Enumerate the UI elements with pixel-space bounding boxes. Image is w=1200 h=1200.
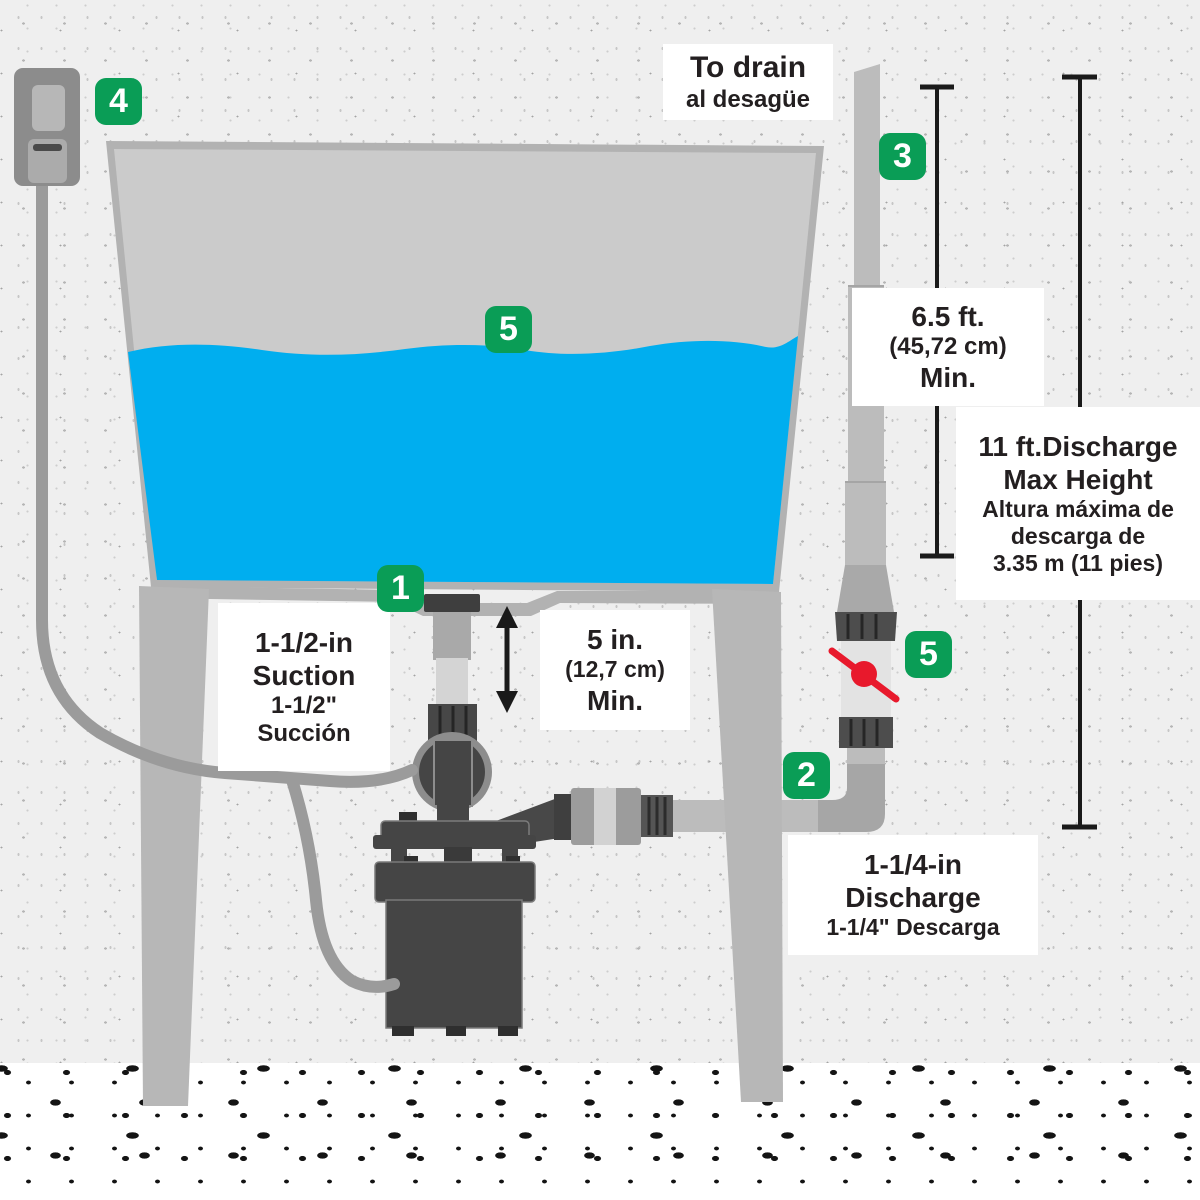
tub-leg-right [712, 589, 783, 1102]
valve-ball [851, 661, 877, 687]
discharge-es: 1-1/4" Descarga [826, 914, 1000, 941]
laundry-tub [106, 141, 824, 616]
max-height-es1: Altura máxima de [982, 495, 1174, 522]
badge-2-elbow: 2 [783, 752, 830, 799]
min-depth-cm: (12,7 cm) [565, 656, 665, 683]
badge-1-suction: 1 [377, 565, 424, 612]
drain-min-min: Min. [920, 362, 976, 394]
badge-4-outlet: 4 [95, 78, 142, 125]
shutoff-valve [828, 565, 900, 804]
drain-min-cm: (45,72 cm) [889, 332, 1007, 360]
suction-size: 1-1/2-in [254, 626, 354, 658]
label-water-min-depth: 5 in. (12,7 cm) Min. [540, 610, 690, 730]
tub-water [128, 336, 798, 584]
min-depth-in: 5 in. [586, 624, 643, 656]
floor-edge [0, 1185, 1200, 1200]
power-cord [36, 178, 418, 993]
drain-min-ft: 6.5 ft. [911, 300, 985, 332]
label-drain-min-height: 6.5 ft. (45,72 cm) Min. [852, 288, 1044, 406]
min-depth-min: Min. [587, 684, 643, 716]
discharge-en: Discharge [845, 882, 981, 914]
discharge-size: 1-1/4-in [863, 849, 963, 881]
suction-size-es: 1-1/2" [270, 691, 338, 719]
to-drain-es: al desagüe [685, 85, 811, 113]
tub-bottom [150, 586, 779, 616]
label-suction: 1-1/2-in Suction 1-1/2" Succión [218, 603, 390, 771]
badge-5-valve: 5 [905, 631, 952, 678]
terrazzo-floor [0, 1063, 1200, 1185]
min-depth-arrow [496, 606, 518, 713]
max-height-es2: descarga de [1010, 522, 1146, 549]
to-drain-en: To drain [689, 51, 807, 85]
suction-assembly [412, 594, 492, 812]
label-discharge: 1-1/4-in Discharge 1-1/4" Descarga [788, 835, 1038, 955]
label-to-drain: To drain al desagüe [663, 44, 833, 120]
max-height-es3: 3.35 m (11 pies) [992, 550, 1164, 577]
suction-en: Suction [252, 659, 356, 691]
tub-leg-left [139, 586, 209, 1106]
suction-es: Succión [257, 720, 351, 748]
discharge-elbow [818, 764, 885, 832]
max-height-en1: 11 ft.Discharge [978, 430, 1178, 462]
max-height-en2: Max Height [1003, 463, 1153, 495]
label-discharge-max-height: 11 ft.Discharge Max Height Altura máxima… [956, 407, 1200, 600]
badge-5-water-level: 5 [485, 306, 532, 353]
badge-3-drain-pipe: 3 [879, 133, 926, 180]
electrical-outlet [14, 68, 80, 186]
pump [373, 800, 536, 1036]
